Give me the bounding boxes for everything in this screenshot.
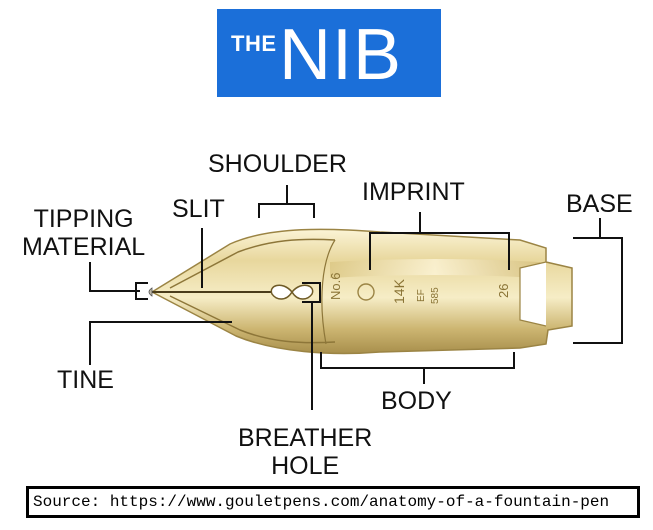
breather-label-line1: BREATHER xyxy=(238,424,373,452)
imprint-size: EF xyxy=(416,289,427,302)
nib-diagram: No.6 14K EF 585 26 xyxy=(89,185,623,410)
shoulder-bracket xyxy=(258,203,315,218)
nib-illustration: No.6 14K EF 585 26 xyxy=(148,228,573,355)
tipping-material-label: TIPPING MATERIAL xyxy=(22,205,145,261)
tipping-leader xyxy=(89,262,140,292)
imprint-number: No.6 xyxy=(328,273,343,300)
tipping-ball xyxy=(148,287,153,297)
imprint-model: 26 xyxy=(496,284,511,298)
imprint-logo-circle xyxy=(357,283,375,301)
imprint-bracket xyxy=(369,232,510,270)
leader-lines xyxy=(89,185,623,410)
body-bracket xyxy=(320,352,515,369)
title-prefix: THE xyxy=(231,31,277,56)
base-bracket xyxy=(573,237,623,344)
base-label: BASE xyxy=(566,190,633,218)
shoulder-engraving-top xyxy=(169,238,336,289)
tipping-label-line1: TIPPING xyxy=(33,205,134,233)
tine-leader xyxy=(89,321,232,365)
breather-label-line2: HOLE xyxy=(271,452,340,480)
imprint-label: IMPRINT xyxy=(362,178,465,206)
tipping-bracket xyxy=(135,282,148,300)
base-notch xyxy=(519,261,547,327)
shoulder-curve xyxy=(321,239,336,345)
tipping-label-line2: MATERIAL xyxy=(22,233,146,261)
title-main: NIB xyxy=(279,15,403,95)
source-caption: Source: https://www.gouletpens.com/anato… xyxy=(26,486,640,518)
slit-label: SLIT xyxy=(172,195,225,223)
breather-hole-shape xyxy=(270,284,314,300)
imprint-engraving xyxy=(357,283,375,301)
imprint-fineness: 585 xyxy=(430,287,441,304)
body-highlight xyxy=(330,259,540,278)
body-label: BODY xyxy=(381,387,452,415)
shoulder-label: SHOULDER xyxy=(208,150,347,178)
breather-hole-label: BREATHER HOLE xyxy=(238,424,372,480)
tine-label: TINE xyxy=(57,366,114,394)
shoulder-engraving-bottom xyxy=(169,295,336,344)
imprint-karat: 14K xyxy=(391,278,407,304)
title-banner: THE NIB xyxy=(217,9,441,97)
